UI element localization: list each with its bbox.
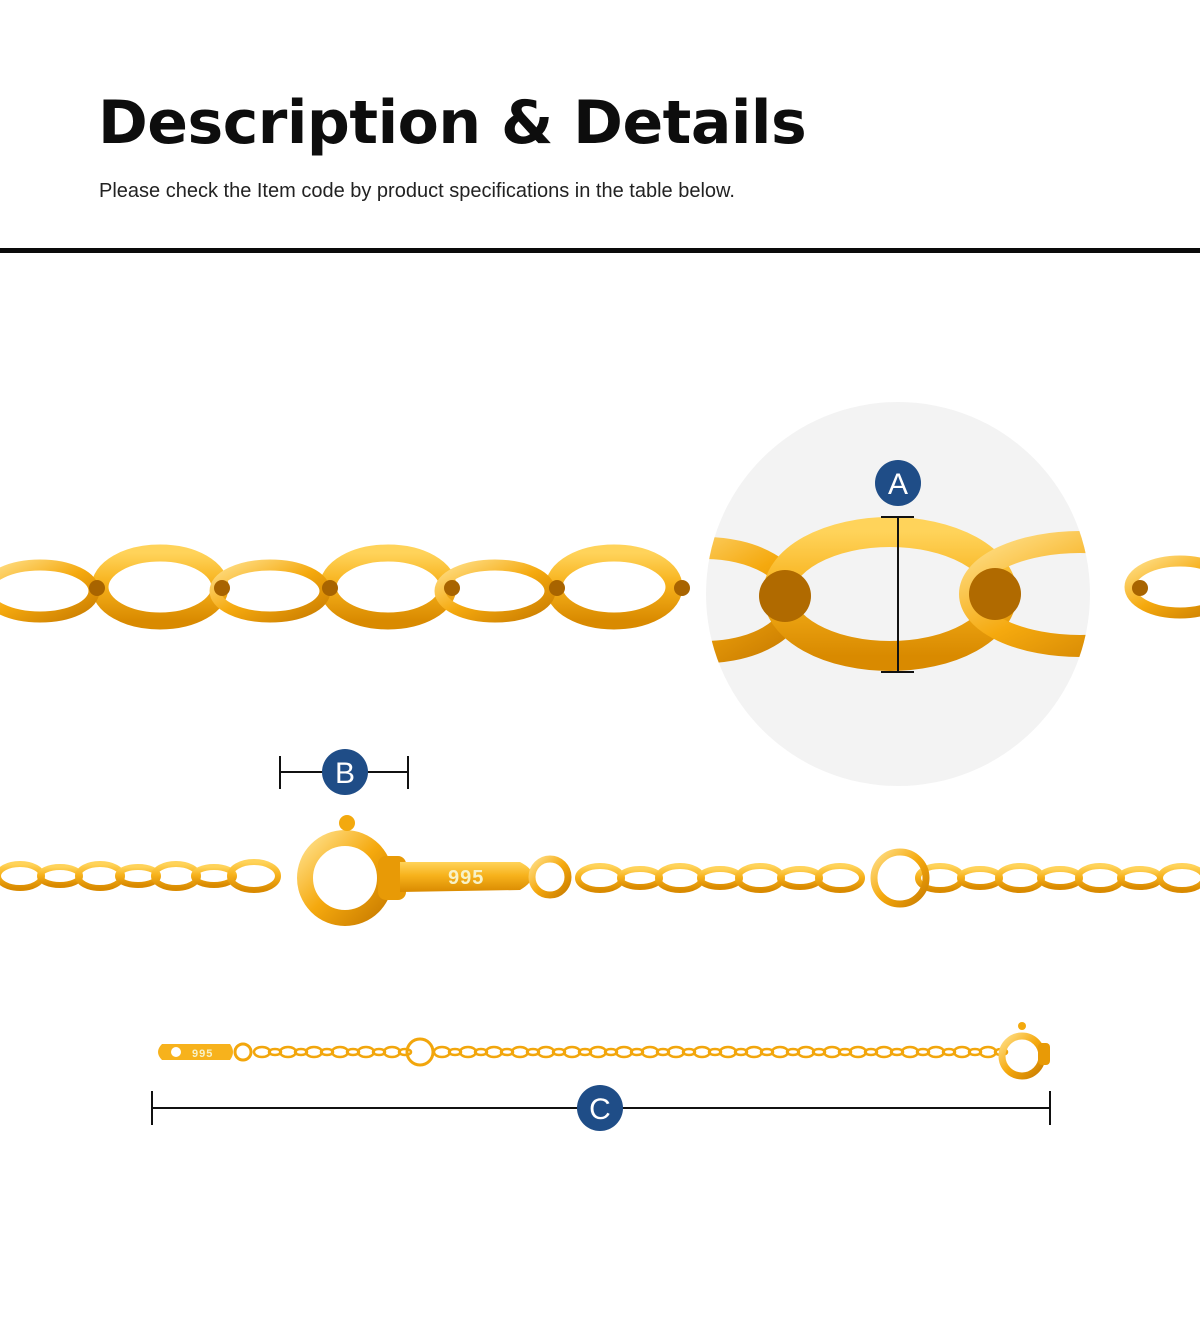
header-divider bbox=[0, 248, 1200, 253]
chain-link bbox=[484, 1045, 504, 1059]
chain-link bbox=[510, 1045, 530, 1059]
dimension-a bbox=[881, 516, 914, 673]
dimension-c: C bbox=[151, 1085, 1051, 1131]
chain-link bbox=[874, 1045, 894, 1059]
product-illustration: A B 995 bbox=[0, 402, 1200, 1131]
chain-link bbox=[822, 1045, 842, 1059]
chain-link bbox=[770, 1045, 790, 1059]
chain-link bbox=[614, 1045, 634, 1059]
chain-link bbox=[744, 1045, 764, 1059]
chain-link bbox=[330, 1045, 350, 1059]
zoom-magnifier: A bbox=[706, 402, 1090, 786]
chain-link bbox=[848, 1045, 868, 1059]
chain-link bbox=[562, 1045, 582, 1059]
dimension-b: B bbox=[279, 749, 409, 795]
chain-link bbox=[952, 1045, 972, 1059]
chain-link bbox=[900, 1045, 920, 1059]
chain-link bbox=[304, 1045, 324, 1059]
badge-a-label: A bbox=[888, 468, 908, 501]
chain-link bbox=[397, 1047, 413, 1057]
chain-link bbox=[382, 1045, 402, 1059]
chain-link bbox=[796, 1045, 816, 1059]
badge-b-label: B bbox=[335, 757, 355, 790]
chain-link bbox=[692, 1045, 712, 1059]
chain-link bbox=[978, 1045, 998, 1059]
tag-stamp: 995 bbox=[448, 867, 484, 889]
chain-link bbox=[458, 1045, 478, 1059]
chain-link bbox=[252, 1045, 272, 1059]
chain-link bbox=[640, 1045, 660, 1059]
clasp-chain: 995 bbox=[0, 815, 1200, 926]
page-title: Description & Details bbox=[98, 88, 807, 158]
chain-link bbox=[718, 1045, 738, 1059]
badge-a: A bbox=[875, 460, 921, 506]
chain-link bbox=[536, 1045, 556, 1059]
badge-c-label: C bbox=[589, 1093, 611, 1126]
chain-link bbox=[278, 1045, 298, 1059]
header: Description & Details Please check the I… bbox=[0, 0, 1200, 254]
chain-link bbox=[666, 1045, 686, 1059]
small-tag-stamp: 995 bbox=[192, 1048, 213, 1060]
large-chain bbox=[0, 544, 1200, 630]
page-subtitle: Please check the Item code by product sp… bbox=[99, 180, 735, 202]
chain-link bbox=[588, 1045, 608, 1059]
chain-link bbox=[356, 1045, 376, 1059]
chain-link bbox=[432, 1045, 452, 1059]
full-chain: 995 bbox=[158, 1022, 1050, 1080]
chain-link bbox=[926, 1045, 946, 1059]
